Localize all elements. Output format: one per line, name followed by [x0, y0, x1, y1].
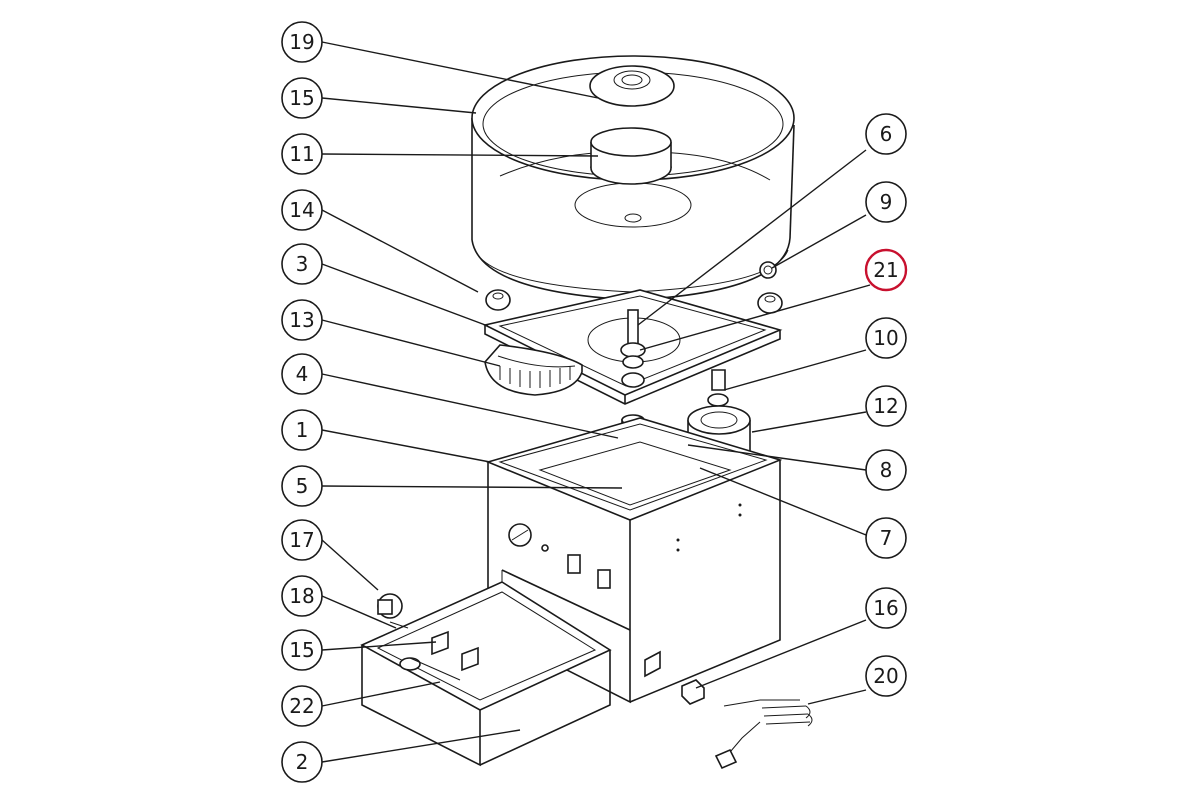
svg-text:5: 5: [296, 474, 309, 498]
callout-13: 13: [281, 299, 323, 341]
heating-ring: [484, 344, 583, 396]
svg-text:1: 1: [296, 418, 309, 442]
callout-17: 17: [281, 519, 323, 561]
callout-16: 16: [865, 587, 907, 629]
callout-6: 6: [865, 113, 907, 155]
callout-11: 11: [281, 133, 323, 175]
callout-18: 18: [281, 575, 323, 617]
callout-15-drawer: 15: [281, 629, 323, 671]
callout-21: 21: [864, 248, 908, 292]
svg-text:15: 15: [289, 86, 314, 110]
svg-text:16: 16: [873, 596, 898, 620]
svg-text:14: 14: [289, 198, 314, 222]
callout-8: 8: [865, 449, 907, 491]
svg-text:17: 17: [289, 528, 314, 552]
svg-text:19: 19: [289, 30, 314, 54]
svg-text:2: 2: [296, 750, 309, 774]
callout-19: 19: [281, 21, 323, 63]
callout-14: 14: [281, 189, 323, 231]
bowl-assembly: [471, 55, 795, 301]
svg-text:10: 10: [873, 326, 898, 350]
callout-20: 20: [865, 655, 907, 697]
callout-4: 4: [281, 353, 323, 395]
callout-15-bowl: 15: [281, 77, 323, 119]
svg-text:11: 11: [289, 142, 314, 166]
callout-22: 22: [281, 685, 323, 727]
callout-5: 5: [281, 465, 323, 507]
svg-text:4: 4: [296, 362, 309, 386]
svg-text:12: 12: [873, 394, 898, 418]
leader-lines: [321, 41, 871, 763]
svg-text:15: 15: [289, 638, 314, 662]
drawer: [360, 569, 631, 767]
small-parts: [377, 593, 813, 770]
callout-10: 10: [865, 317, 907, 359]
svg-text:13: 13: [289, 308, 314, 332]
svg-text:3: 3: [296, 252, 309, 276]
callout-2: 2: [281, 741, 323, 783]
callout-3: 3: [281, 243, 323, 285]
feet: [485, 289, 783, 314]
callout-1: 1: [281, 409, 323, 451]
svg-text:20: 20: [873, 664, 898, 688]
callout-7: 7: [865, 517, 907, 559]
svg-text:9: 9: [880, 190, 893, 214]
svg-text:21: 21: [873, 258, 898, 282]
callout-12: 12: [865, 385, 907, 427]
svg-text:8: 8: [880, 458, 893, 482]
callout-9: 9: [865, 181, 907, 223]
svg-text:7: 7: [880, 526, 893, 550]
svg-text:18: 18: [289, 584, 314, 608]
callouts: 19 15 11 14 3 13 4 1 5 17 18 15 22 2 6 9…: [281, 21, 908, 783]
svg-text:22: 22: [289, 694, 314, 718]
svg-text:6: 6: [880, 122, 893, 146]
